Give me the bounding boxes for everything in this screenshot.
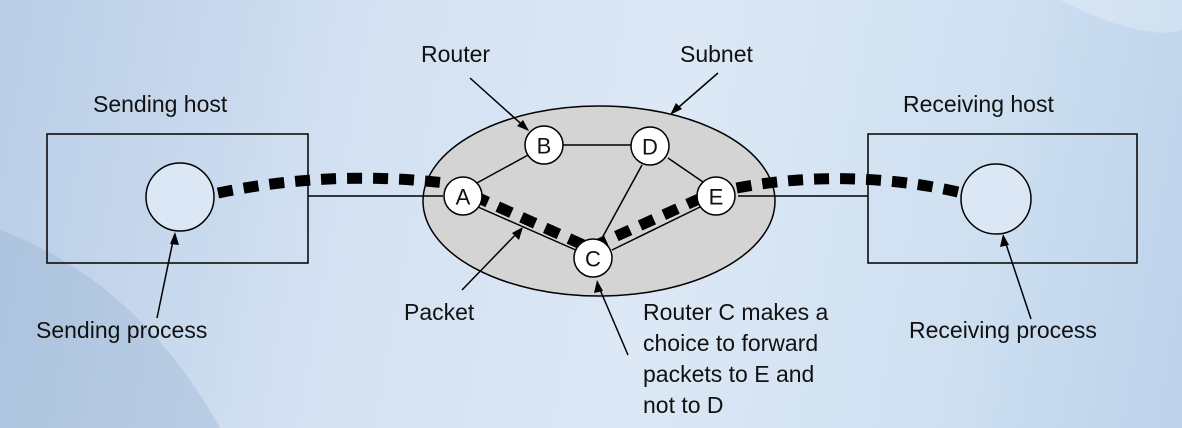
- receiving-host-box: [867, 133, 1138, 264]
- sending-host-label: Sending host: [93, 91, 228, 117]
- link-a-c: [477, 206, 579, 252]
- subnet-ellipse: [422, 105, 776, 297]
- router-b-label: B: [537, 134, 552, 159]
- receiving-process-pointer: [1003, 237, 1032, 320]
- router-pointer-arrow: [517, 120, 529, 131]
- packet-pointer: [461, 229, 521, 291]
- subnet-label: Subnet: [680, 41, 754, 67]
- router-d-label: D: [642, 135, 658, 160]
- sending-process-label: Sending process: [36, 317, 207, 343]
- sending-host-box: [46, 133, 309, 264]
- subnet-pointer-arrow: [670, 103, 682, 115]
- receiving-process-pointer-arrow: [1000, 234, 1009, 247]
- router-c-note-line-1: Router C makes a: [643, 299, 829, 325]
- router-c-note-line-3: packets to E and: [643, 361, 814, 387]
- router-c-pointer: [597, 284, 629, 356]
- router-pointer: [469, 77, 529, 131]
- router-c-note-line-4: not to D: [643, 392, 724, 418]
- router-c: C: [573, 238, 613, 278]
- router-e-label: E: [709, 185, 724, 210]
- packet-path: [216, 172, 960, 255]
- receiving-process-label: Receiving process: [909, 317, 1097, 343]
- subnet-pointer: [671, 72, 719, 114]
- sending-process-circle: [145, 162, 215, 232]
- router-label: Router: [421, 41, 490, 67]
- sending-process-pointer-arrow: [170, 232, 179, 245]
- router-b: B: [524, 125, 564, 165]
- router-d: D: [630, 126, 670, 166]
- link-a-b: [474, 153, 531, 185]
- router-a-label: A: [456, 185, 471, 210]
- router-c-note-line-2: choice to forward: [643, 330, 818, 356]
- sending-process-pointer: [156, 235, 175, 319]
- link-d-e: [667, 157, 704, 183]
- link-c-e: [611, 206, 701, 251]
- receiving-process-circle: [960, 163, 1032, 235]
- router-c-label: C: [585, 247, 601, 272]
- packet-label: Packet: [404, 299, 475, 325]
- receiving-host-label: Receiving host: [903, 91, 1054, 117]
- packet-pointer-arrow: [512, 227, 523, 240]
- router-a: A: [443, 176, 483, 216]
- link-d-c: [600, 164, 643, 241]
- router-c-pointer-arrow: [594, 280, 603, 293]
- router-e: E: [696, 176, 736, 216]
